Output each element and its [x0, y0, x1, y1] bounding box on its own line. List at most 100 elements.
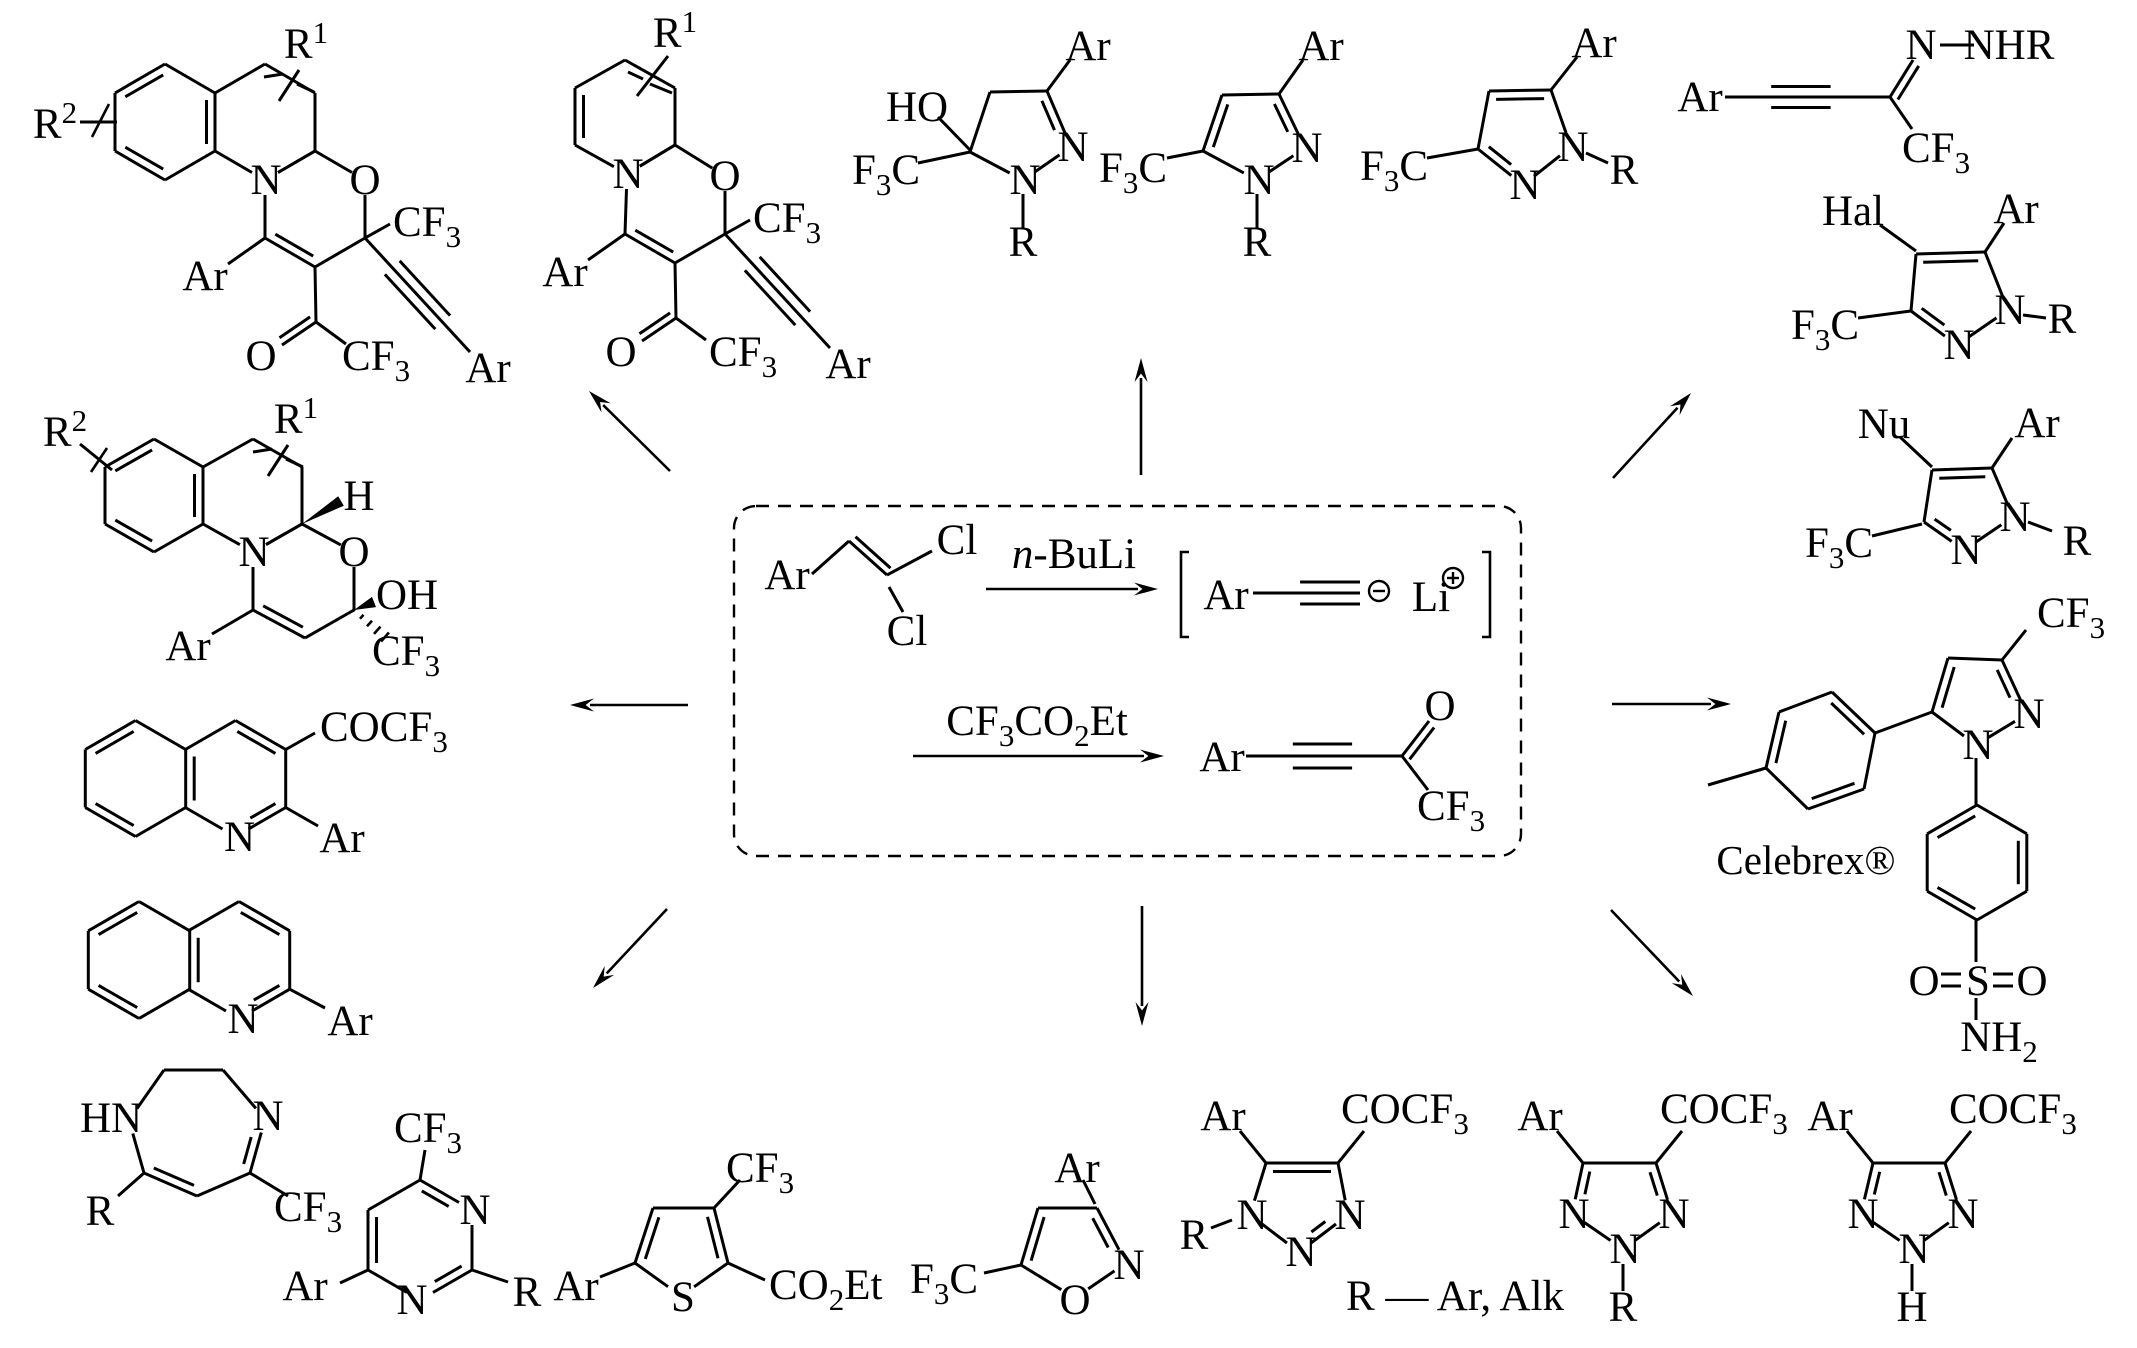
svg-text:Ar: Ar: [1807, 1093, 1852, 1140]
svg-text:N: N: [1943, 322, 1974, 369]
svg-text:Ar: Ar: [553, 1263, 598, 1310]
svg-text:F3C: F3C: [1360, 143, 1428, 198]
svg-text:H: H: [343, 473, 374, 520]
svg-text:N: N: [1057, 124, 1088, 171]
svg-text:N: N: [1947, 1191, 1978, 1238]
svg-text:COCF3: COCF3: [1660, 1086, 1788, 1141]
svg-text:N: N: [1509, 162, 1540, 209]
svg-text:F3C: F3C: [1099, 145, 1167, 200]
svg-text:NH2: NH2: [1960, 1014, 2038, 1069]
svg-text:CF3: CF3: [274, 1184, 342, 1239]
svg-text:N: N: [1558, 1191, 1589, 1238]
svg-text:O: O: [605, 329, 636, 376]
svg-text:F3C: F3C: [1791, 302, 1859, 357]
svg-text:CF3: CF3: [1417, 783, 1485, 838]
svg-text:N: N: [612, 151, 643, 198]
svg-text:Ar: Ar: [182, 253, 227, 300]
svg-text:CF3CO2Et: CF3CO2Et: [946, 698, 1128, 753]
svg-text:N: N: [1999, 494, 2030, 541]
svg-text:CF3: CF3: [709, 329, 777, 384]
svg-text:N: N: [1291, 125, 1322, 172]
svg-text:F3C: F3C: [1805, 520, 1873, 575]
svg-text:CF3: CF3: [394, 1105, 462, 1160]
svg-text:Ar: Ar: [542, 249, 587, 296]
svg-text:O: O: [349, 157, 380, 204]
svg-text:N: N: [396, 1277, 427, 1324]
svg-text:CF3: CF3: [2037, 590, 2105, 645]
svg-text:R: R: [86, 1188, 115, 1235]
svg-text:Ar: Ar: [319, 815, 364, 862]
svg-text:R2: R2: [33, 95, 77, 148]
svg-text:Ar: Ar: [1677, 74, 1722, 121]
svg-text:Ar: Ar: [1571, 20, 1616, 67]
svg-text:Ar: Ar: [465, 345, 510, 392]
svg-text:N: N: [1994, 287, 2025, 334]
svg-text:CF3: CF3: [372, 628, 440, 683]
svg-text:Celebrex®: Celebrex®: [1716, 837, 1895, 883]
svg-text:R — Ar, Alk: R — Ar, Alk: [1346, 1273, 1565, 1320]
svg-text:CF3: CF3: [393, 199, 461, 254]
svg-text:O: O: [338, 529, 369, 576]
svg-text:N: N: [459, 1187, 490, 1234]
svg-text:F3C: F3C: [852, 147, 920, 202]
svg-text:CF3: CF3: [726, 1145, 794, 1200]
svg-text:R: R: [513, 1269, 542, 1316]
svg-text:H: H: [1896, 1284, 1927, 1331]
svg-text:R: R: [1609, 1284, 1638, 1331]
svg-text:Ar: Ar: [1054, 1145, 1099, 1192]
svg-text:N: N: [1962, 722, 1993, 769]
svg-text:CF3: CF3: [342, 333, 410, 388]
svg-text:N: N: [238, 529, 269, 576]
svg-text:n-BuLi: n-BuLi: [1012, 531, 1136, 578]
svg-text:N: N: [1557, 124, 1588, 171]
svg-text:HO: HO: [886, 84, 948, 131]
svg-text:N: N: [1236, 1192, 1267, 1239]
svg-text:Ar: Ar: [165, 623, 210, 670]
svg-text:R: R: [1009, 219, 1038, 266]
svg-text:Ar: Ar: [327, 998, 372, 1045]
svg-text:N: N: [2013, 691, 2044, 738]
svg-text:R2: R2: [43, 403, 87, 456]
svg-text:N: N: [1950, 527, 1981, 574]
svg-text:HN: HN: [80, 1095, 142, 1142]
svg-text:N: N: [1285, 1229, 1316, 1276]
svg-text:N: N: [250, 157, 281, 204]
svg-text:O: O: [1908, 958, 1939, 1005]
svg-text:Hal: Hal: [1822, 188, 1884, 235]
svg-text:Ar: Ar: [282, 1263, 327, 1310]
svg-text:Cl: Cl: [937, 517, 978, 564]
svg-text:Ar: Ar: [825, 341, 870, 388]
svg-text:O: O: [2016, 958, 2047, 1005]
svg-text:CO2Et: CO2Et: [769, 1262, 883, 1317]
svg-text:COCF3: COCF3: [1949, 1086, 2077, 1141]
svg-text:N: N: [1113, 1242, 1144, 1289]
svg-text:R: R: [1243, 219, 1272, 266]
svg-text:Ar: Ar: [1203, 572, 1248, 619]
svg-text:O: O: [1059, 1277, 1090, 1324]
svg-text:O: O: [1424, 683, 1455, 730]
svg-text:N: N: [224, 814, 255, 861]
svg-text:Ar: Ar: [1517, 1093, 1562, 1140]
svg-text:CF3: CF3: [1902, 125, 1970, 180]
svg-text:Cl: Cl: [887, 608, 928, 655]
svg-text:N: N: [1243, 157, 1274, 204]
svg-text:OH: OH: [376, 572, 438, 619]
svg-text:CF3: CF3: [753, 195, 821, 250]
svg-text:N: N: [1009, 157, 1040, 204]
svg-text:Ar: Ar: [1065, 23, 1110, 70]
svg-text:R: R: [2048, 296, 2077, 343]
svg-text:Ar: Ar: [1200, 1093, 1245, 1140]
svg-text:R: R: [1610, 147, 1639, 194]
svg-text:R1: R1: [274, 390, 318, 443]
svg-text:R: R: [1180, 1212, 1209, 1259]
svg-text:N: N: [1898, 1226, 1929, 1273]
svg-text:S: S: [1966, 958, 1990, 1005]
svg-text:F3C: F3C: [910, 1256, 978, 1311]
svg-text:Ar: Ar: [1199, 734, 1244, 781]
svg-text:Ar: Ar: [764, 552, 809, 599]
svg-text:R1: R1: [653, 4, 697, 57]
svg-text:Ar: Ar: [2014, 400, 2059, 447]
svg-text:N: N: [1609, 1226, 1640, 1273]
svg-text:N: N: [1658, 1191, 1689, 1238]
svg-text:Nu: Nu: [1858, 401, 1911, 448]
